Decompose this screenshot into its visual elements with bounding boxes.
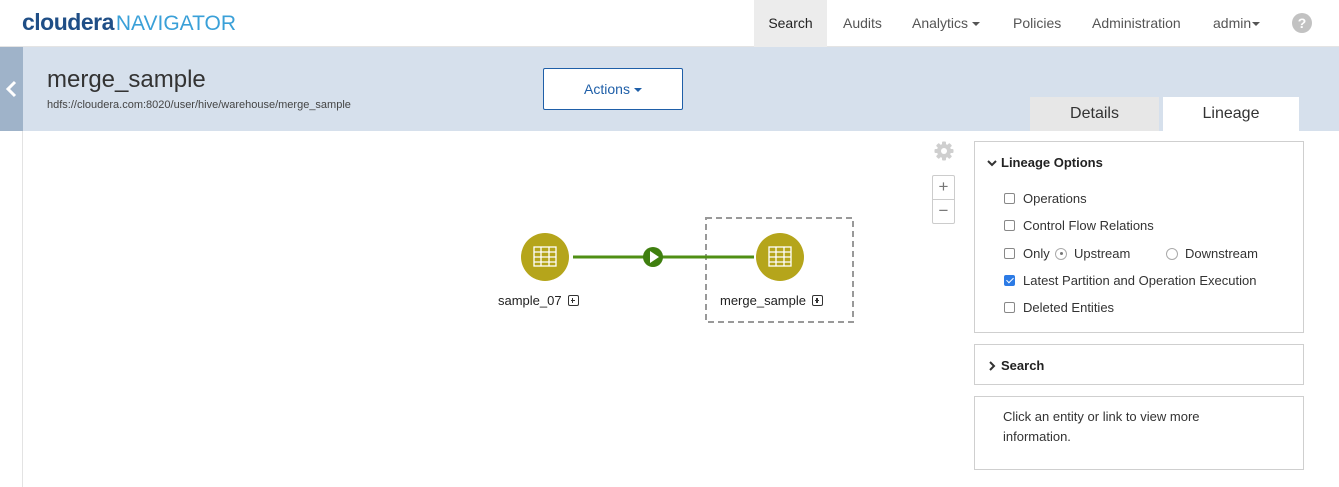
table-icon <box>533 246 557 267</box>
caret-down-icon <box>972 22 981 27</box>
only-option[interactable]: Only <box>1004 246 1050 261</box>
latest-partition-checkbox[interactable] <box>1004 275 1015 287</box>
nav-administration[interactable]: Administration <box>1092 15 1181 31</box>
zoom-divider <box>933 199 954 200</box>
node-label-merge-sample[interactable]: merge_sample <box>720 293 823 308</box>
tab-details[interactable]: Details <box>1030 97 1159 131</box>
zoom-out-button[interactable]: − <box>938 201 949 220</box>
nav-policies[interactable]: Policies <box>1013 15 1062 31</box>
latest-partition-option[interactable]: Latest Partition and Operation Execution <box>1004 273 1256 288</box>
page-title: merge_sample <box>47 66 206 93</box>
search-panel[interactable]: Search <box>974 344 1304 385</box>
nav-search[interactable]: Search <box>754 0 827 47</box>
only-checkbox[interactable] <box>1004 248 1015 260</box>
lineage-canvas[interactable]: sample_07 merge_sample <box>23 131 968 487</box>
info-text: Click an entity or link to view more inf… <box>1003 409 1200 444</box>
operations-option[interactable]: Operations <box>1004 191 1087 206</box>
cloudera-navigator-logo[interactable]: clouderaNAVIGATOR <box>22 9 237 35</box>
nav-analytics-dropdown[interactable]: Analytics <box>912 0 981 47</box>
zoom-control: + − <box>932 175 955 224</box>
actions-dropdown-button[interactable]: Actions <box>543 68 683 110</box>
tab-lineage[interactable]: Lineage <box>1163 97 1299 131</box>
help-icon[interactable]: ? <box>1292 13 1312 33</box>
deleted-entities-checkbox[interactable] <box>1004 302 1015 314</box>
table-node-sample-07[interactable] <box>521 233 569 281</box>
control-flow-checkbox[interactable] <box>1004 220 1015 232</box>
table-node-merge-sample[interactable] <box>756 233 804 281</box>
lineage-graph <box>521 217 854 323</box>
downstream-radio[interactable] <box>1166 247 1178 260</box>
entity-path: hdfs://cloudera.com:8020/user/hive/wareh… <box>47 99 351 111</box>
caret-down-icon <box>1252 22 1261 27</box>
caret-down-icon <box>633 88 642 93</box>
info-panel: Click an entity or link to view more inf… <box>974 396 1304 470</box>
user-menu-dropdown[interactable]: admin <box>1213 0 1261 47</box>
gear-icon[interactable] <box>934 141 954 161</box>
chevron-left-icon <box>5 80 17 98</box>
upstream-option[interactable]: Upstream <box>1055 246 1130 261</box>
lineage-options-panel: Lineage Options Operations Control Flow … <box>974 141 1304 333</box>
nav-audits[interactable]: Audits <box>843 15 882 31</box>
downstream-option[interactable]: Downstream <box>1166 246 1258 261</box>
zoom-in-button[interactable]: + <box>938 177 949 196</box>
node-label-sample-07[interactable]: sample_07 <box>498 293 579 308</box>
deleted-entities-option[interactable]: Deleted Entities <box>1004 300 1114 315</box>
control-flow-option[interactable]: Control Flow Relations <box>1004 218 1154 233</box>
chevron-down-icon <box>987 159 997 166</box>
expand-plus-icon[interactable] <box>812 295 823 307</box>
lineage-options-header[interactable]: Lineage Options <box>987 155 1103 170</box>
upstream-radio[interactable] <box>1055 247 1067 260</box>
table-icon <box>768 246 792 267</box>
expand-plus-icon[interactable] <box>567 295 579 307</box>
top-navbar: clouderaNAVIGATOR Search Audits Analytic… <box>0 0 1339 47</box>
content-border <box>22 131 23 487</box>
search-panel-header[interactable]: Search <box>987 358 1044 373</box>
operation-play-icon[interactable] <box>643 247 663 267</box>
selected-node-frame <box>705 217 854 323</box>
operations-checkbox[interactable] <box>1004 193 1015 205</box>
chevron-right-icon <box>989 360 996 371</box>
back-button[interactable] <box>0 47 23 131</box>
